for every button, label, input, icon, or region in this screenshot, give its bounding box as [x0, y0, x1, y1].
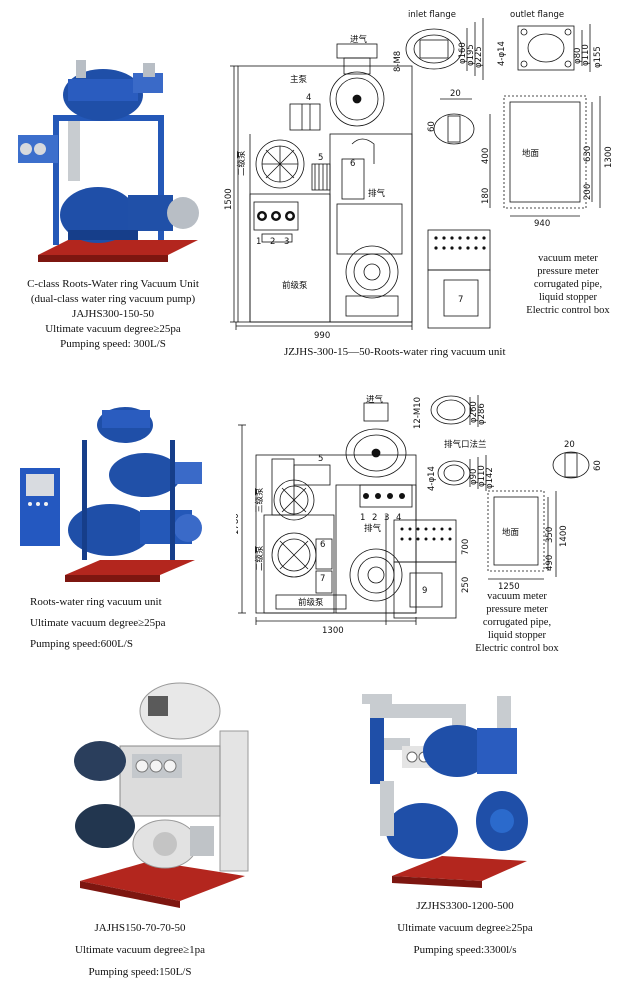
d1-dim-80: φ80 — [573, 48, 583, 64]
d1-n4: 4 — [306, 93, 311, 103]
diagram1-title: JZJHS-300-15—50-Roots-water ring vacuum … — [284, 346, 506, 358]
d1-n1: 1 — [256, 237, 261, 247]
unit4-vacuum: Ultimate vacuum degree≥25pa — [397, 922, 533, 934]
d2-n5: 5 — [318, 454, 323, 464]
d2-dim-350: 350 — [545, 527, 555, 543]
d2-legend-3: liquid stopper — [487, 630, 547, 641]
d2-qianjibeng: 前级泵 — [298, 597, 324, 608]
d1-dim-200: 200 — [583, 184, 593, 200]
unit2-photo — [10, 400, 210, 585]
d2-paiqikou: 排气口法兰 — [444, 439, 487, 450]
d1-n5: 5 — [318, 153, 323, 163]
d2-dim-90: φ90 — [469, 469, 479, 485]
d2-bolt-in: 12-M10 — [413, 397, 423, 429]
d1-dimian: 地面 — [522, 148, 540, 159]
d2-dim-60: 60 — [593, 460, 603, 471]
unit2-speed: Pumping speed:600L/S — [30, 638, 133, 650]
d2-dim-1300: 1300 — [322, 626, 344, 636]
d1-erjibeng: 二级泵 — [236, 150, 247, 176]
d1-n2: 2 — [270, 237, 275, 247]
d2-n9: 9 — [422, 586, 427, 596]
unit1-photo — [8, 55, 204, 270]
d1-inlet-flange-label: inlet flange — [408, 10, 456, 20]
d1-dim-160: φ160 — [458, 42, 468, 64]
d2-legend-1: pressure meter — [486, 604, 548, 615]
d1-dim-1300: 1300 — [604, 146, 614, 168]
d2-legend-4: Electric control box — [475, 643, 559, 654]
d1-dim-1500: 1500 — [224, 188, 234, 210]
d1-dim-110: φ110 — [581, 44, 591, 66]
unit1-model: JAJHS300-150-50 — [72, 308, 154, 320]
d2-n4: 4 — [396, 513, 401, 523]
d2-legend-2: corrugated pipe, — [482, 617, 552, 628]
d2-n2: 2 — [372, 513, 377, 523]
unit1-caption-line2: (dual-class water ring vacuum pump) — [30, 293, 196, 305]
d2-dimian: 地面 — [502, 527, 520, 538]
d2-jinqi: 进气 — [366, 395, 384, 405]
d2-legend-0: vacuum meter — [487, 591, 547, 602]
d1-legend-3: liquid stopper — [538, 292, 598, 303]
d1-qianjibeng: 前级泵 — [282, 280, 308, 291]
d1-dim-180: 180 — [481, 188, 491, 204]
unit3-vacuum: Ultimate vacuum degree≥1pa — [74, 944, 206, 956]
unit2-vacuum: Ultimate vacuum degree≥25pa — [30, 617, 166, 629]
unit3-speed: Pumping speed:150L/S — [88, 966, 192, 978]
d2-sanji: 三级泵 — [254, 487, 265, 513]
d1-legend-4: Electric control box — [526, 305, 610, 316]
unit3-model: JAJHS150-70-70-50 — [94, 922, 186, 934]
d2-dim-490: 490 — [545, 555, 555, 571]
unit1-vacuum: Ultimate vacuum degree≥25pa — [45, 323, 181, 335]
d2-dim-1780: 1780 — [236, 513, 241, 535]
unit1-speed: Pumping speed: 300L/S — [60, 338, 166, 350]
unit4-model: JZJHS3300-1200-500 — [416, 900, 514, 912]
d2-dim-1250: 1250 — [498, 582, 520, 592]
d1-legend-1: pressure meter — [537, 266, 599, 277]
d1-dim-60: 60 — [427, 121, 437, 132]
d1-zhubeng: 主泵 — [290, 74, 308, 85]
d1-bolt-in: 8-M8 — [393, 51, 403, 72]
d2-dim-700: 700 — [461, 539, 471, 555]
d2-n7: 7 — [320, 574, 325, 584]
d2-dim-250: 250 — [461, 577, 471, 593]
diagram2: 进气 12-M10 φ260 φ286 排气口法兰 4-φ14 φ90 φ110… — [236, 395, 603, 636]
d1-outlet-flange-label: outlet flange — [510, 10, 564, 20]
d2-n6: 6 — [320, 540, 325, 550]
d2-dim-142: φ142 — [485, 467, 495, 489]
d1-dim-990: 990 — [314, 331, 330, 341]
d1-dim-20: 20 — [450, 89, 461, 99]
d1-dim-940: 940 — [534, 219, 550, 229]
unit4-speed: Pumping speed:3300l/s — [413, 944, 517, 956]
d2-dim-20: 20 — [564, 440, 575, 450]
unit2-name: Roots-water ring vacuum unit — [30, 596, 162, 608]
d2-bolt-out: 4-φ14 — [427, 466, 437, 491]
d2-erji: 二级泵 — [254, 545, 265, 571]
d2-n3: 3 — [384, 513, 389, 523]
d1-jinqi: 进气 — [350, 34, 368, 45]
d1-n6: 6 — [350, 159, 355, 169]
d1-legend-2: corrugated pipe, — [533, 279, 603, 290]
d1-n7: 7 — [458, 295, 463, 305]
d1-dim-155: φ155 — [593, 46, 603, 68]
d1-legend-0: vacuum meter — [538, 253, 598, 264]
d2-paiqi: 排气 — [364, 523, 382, 534]
d1-paiqi: 排气 — [368, 188, 386, 199]
d2-dim-286: φ286 — [477, 403, 487, 425]
d2-n1: 1 — [360, 513, 365, 523]
d1-dim-400: 400 — [481, 148, 491, 164]
d2-dim-110: φ110 — [477, 465, 487, 487]
d1-n3: 3 — [284, 237, 289, 247]
unit3-photo — [60, 676, 256, 912]
d1-dim-630: 630 — [583, 146, 593, 162]
unit1-caption-line1: C-class Roots-Water ring Vacuum Unit — [27, 278, 199, 290]
diagram1: inlet flange outlet flange 进气 主泵 排气 前级泵 … — [224, 10, 614, 341]
d2-dim-260: φ260 — [469, 401, 479, 423]
d1-dim-195: φ195 — [466, 44, 476, 66]
unit4-photo — [352, 686, 542, 891]
d1-bolt-out: 4-φ14 — [497, 41, 507, 66]
d1-dim-225: φ225 — [474, 46, 484, 68]
d2-dim-1400: 1400 — [559, 525, 569, 547]
